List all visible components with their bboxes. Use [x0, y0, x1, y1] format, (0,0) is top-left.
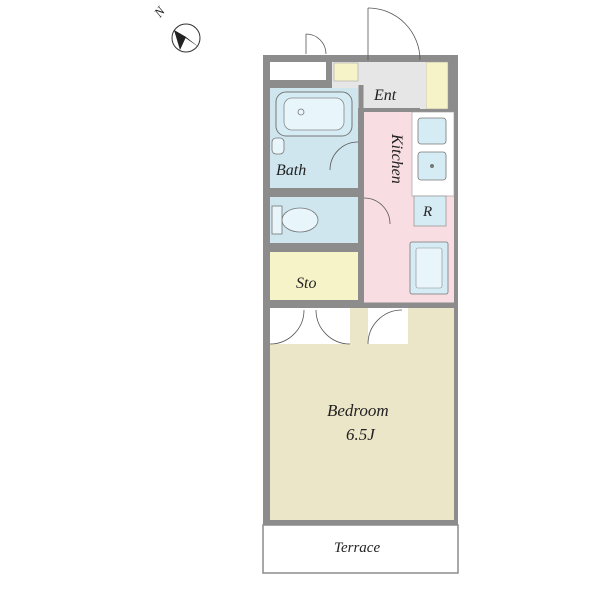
bedroom-label: Bedroom — [327, 401, 389, 420]
terrace — [262, 524, 459, 574]
terrace-label: Terrace — [334, 540, 380, 556]
entrance-label: Ent — [373, 87, 397, 104]
compass-needle-tail-icon — [174, 30, 186, 50]
bathtub-inner — [283, 97, 345, 131]
shoe-cabinet-left — [333, 62, 359, 82]
top-left-closet — [270, 62, 326, 80]
bath-label: Bath — [276, 162, 306, 179]
entrance-right-strip — [420, 62, 426, 109]
drain-icon — [297, 108, 305, 116]
faucet-icon — [430, 164, 434, 168]
stove-icon — [417, 117, 447, 145]
compass: N — [150, 3, 201, 53]
refrigerator — [413, 195, 447, 227]
closet-door-left-arc — [269, 309, 305, 345]
shoe-cabinet-right — [425, 61, 449, 110]
toilet-door-arc — [363, 197, 391, 225]
toilet-bowl — [281, 207, 319, 233]
toilet-tank — [271, 205, 283, 235]
storage-room — [270, 252, 358, 300]
closet-door-right-arc — [315, 309, 351, 345]
kitchen-label: Kitchen — [388, 133, 405, 184]
bedroom-door-opening — [270, 308, 350, 344]
sink — [271, 137, 285, 155]
bedroom-door-arc — [367, 309, 403, 345]
compass-north-label: N — [150, 3, 169, 21]
doors — [269, 7, 421, 345]
bath-door-arc — [329, 141, 359, 171]
refrigerator-label: R — [422, 204, 432, 220]
bedroom-size-label: 6.5J — [346, 425, 376, 444]
closet-door-arc — [305, 33, 327, 55]
entry-door-arc — [367, 7, 421, 61]
bedroom-entry-opening — [368, 308, 408, 344]
inner-walls — [268, 85, 456, 308]
storage-label: Sto — [296, 275, 316, 292]
washer-inner — [415, 247, 443, 289]
